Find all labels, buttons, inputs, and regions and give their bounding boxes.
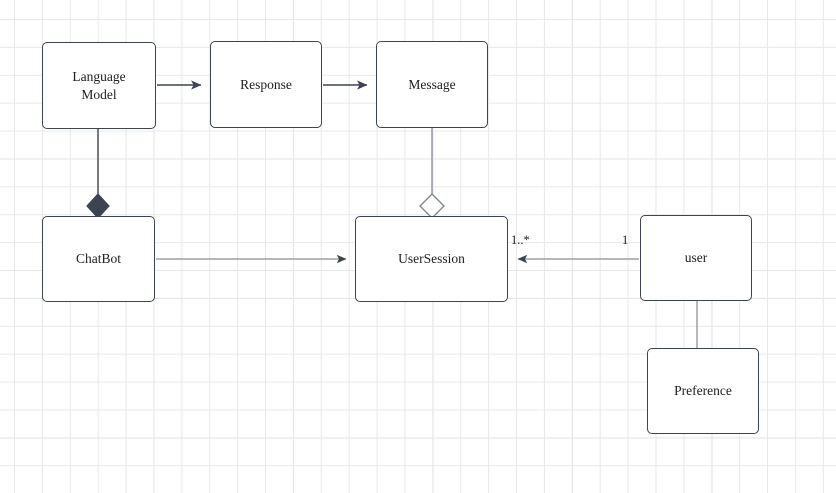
hollow-diamond-marker	[419, 193, 445, 219]
node-label: Message	[408, 76, 456, 92]
node-label: Language Model	[72, 69, 126, 102]
node-language-model[interactable]: Language Model	[42, 42, 156, 129]
node-usersession[interactable]: UserSession	[355, 216, 508, 302]
edge-message-to-usersession[interactable]	[419, 128, 445, 219]
node-user[interactable]: user	[640, 215, 752, 301]
node-label: ChatBot	[75, 251, 121, 267]
edge-language-model-to-chatbot[interactable]	[86, 129, 110, 219]
multiplicity-label-usersession-end: 1..*	[511, 233, 530, 247]
node-chatbot[interactable]: ChatBot	[42, 216, 155, 302]
node-label: user	[684, 250, 708, 266]
node-preference[interactable]: Preference	[647, 348, 759, 434]
multiplicity-label-user-end: 1	[622, 233, 629, 247]
node-label: Preference	[674, 383, 732, 399]
node-label: UserSession	[398, 251, 465, 267]
filled-diamond-marker	[86, 193, 110, 219]
node-message[interactable]: Message	[376, 41, 488, 128]
node-response[interactable]: Response	[210, 41, 322, 128]
node-label: Response	[240, 76, 292, 92]
